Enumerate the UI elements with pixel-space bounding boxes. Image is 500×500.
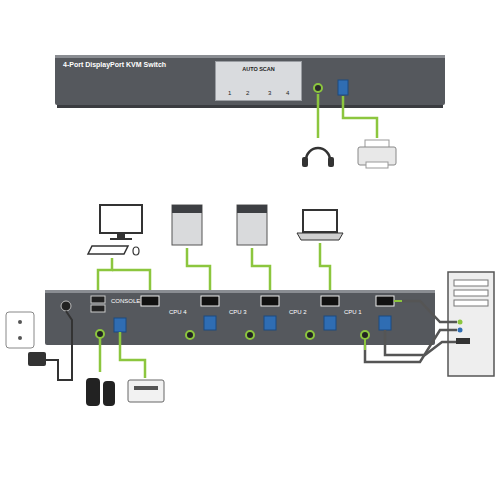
rear-top-wires <box>98 243 330 294</box>
front-wires <box>318 94 377 138</box>
front-panel-base <box>57 105 443 108</box>
front-panel: 4-Port DisplayPort KVM SwitchAUTO SCAN 1 2… <box>55 55 445 105</box>
rear-panel-edge <box>45 290 435 293</box>
printer-icon <box>358 140 396 168</box>
computer-tower-icon <box>172 205 267 245</box>
rear-ports <box>61 296 394 339</box>
cpu1-wires <box>365 301 457 362</box>
power-supply-icon <box>6 311 72 380</box>
rear-panel: CONSOLE CPU 4 CPU 3 CPU 2 CPU 1 <box>45 290 435 345</box>
port-label: 1 <box>228 90 231 97</box>
port-label: CPU 3 <box>229 309 247 316</box>
laptop-icon <box>297 210 343 240</box>
console-wires <box>100 332 145 378</box>
panel-label: CONSOLE <box>111 298 140 305</box>
panel-label: AUTO SCAN <box>216 66 301 72</box>
panel-label: 4-Port DisplayPort KVM Switch <box>63 61 166 69</box>
port-label: 4 <box>286 90 289 97</box>
desktop-pc-icon <box>448 272 494 376</box>
port-label: CPU 4 <box>169 309 187 316</box>
port-label: CPU 1 <box>344 309 362 316</box>
port-selector: AUTO SCAN 1 2 3 4 <box>215 61 302 101</box>
front-panel-edge <box>55 55 445 58</box>
port-label: 2 <box>246 90 249 97</box>
usb-hub-icon <box>128 380 164 402</box>
headphones-icon <box>302 148 334 167</box>
monitor-keyboard-icon <box>88 205 142 255</box>
audio-jack <box>314 84 322 92</box>
rear-panel-body <box>45 290 435 345</box>
usb-port <box>338 80 348 95</box>
port-label: 3 <box>268 90 271 97</box>
front-panel-body <box>55 55 445 105</box>
cpu1-wire-tips <box>365 301 402 350</box>
speakers-icon <box>86 378 115 406</box>
port-label: CPU 2 <box>289 309 307 316</box>
